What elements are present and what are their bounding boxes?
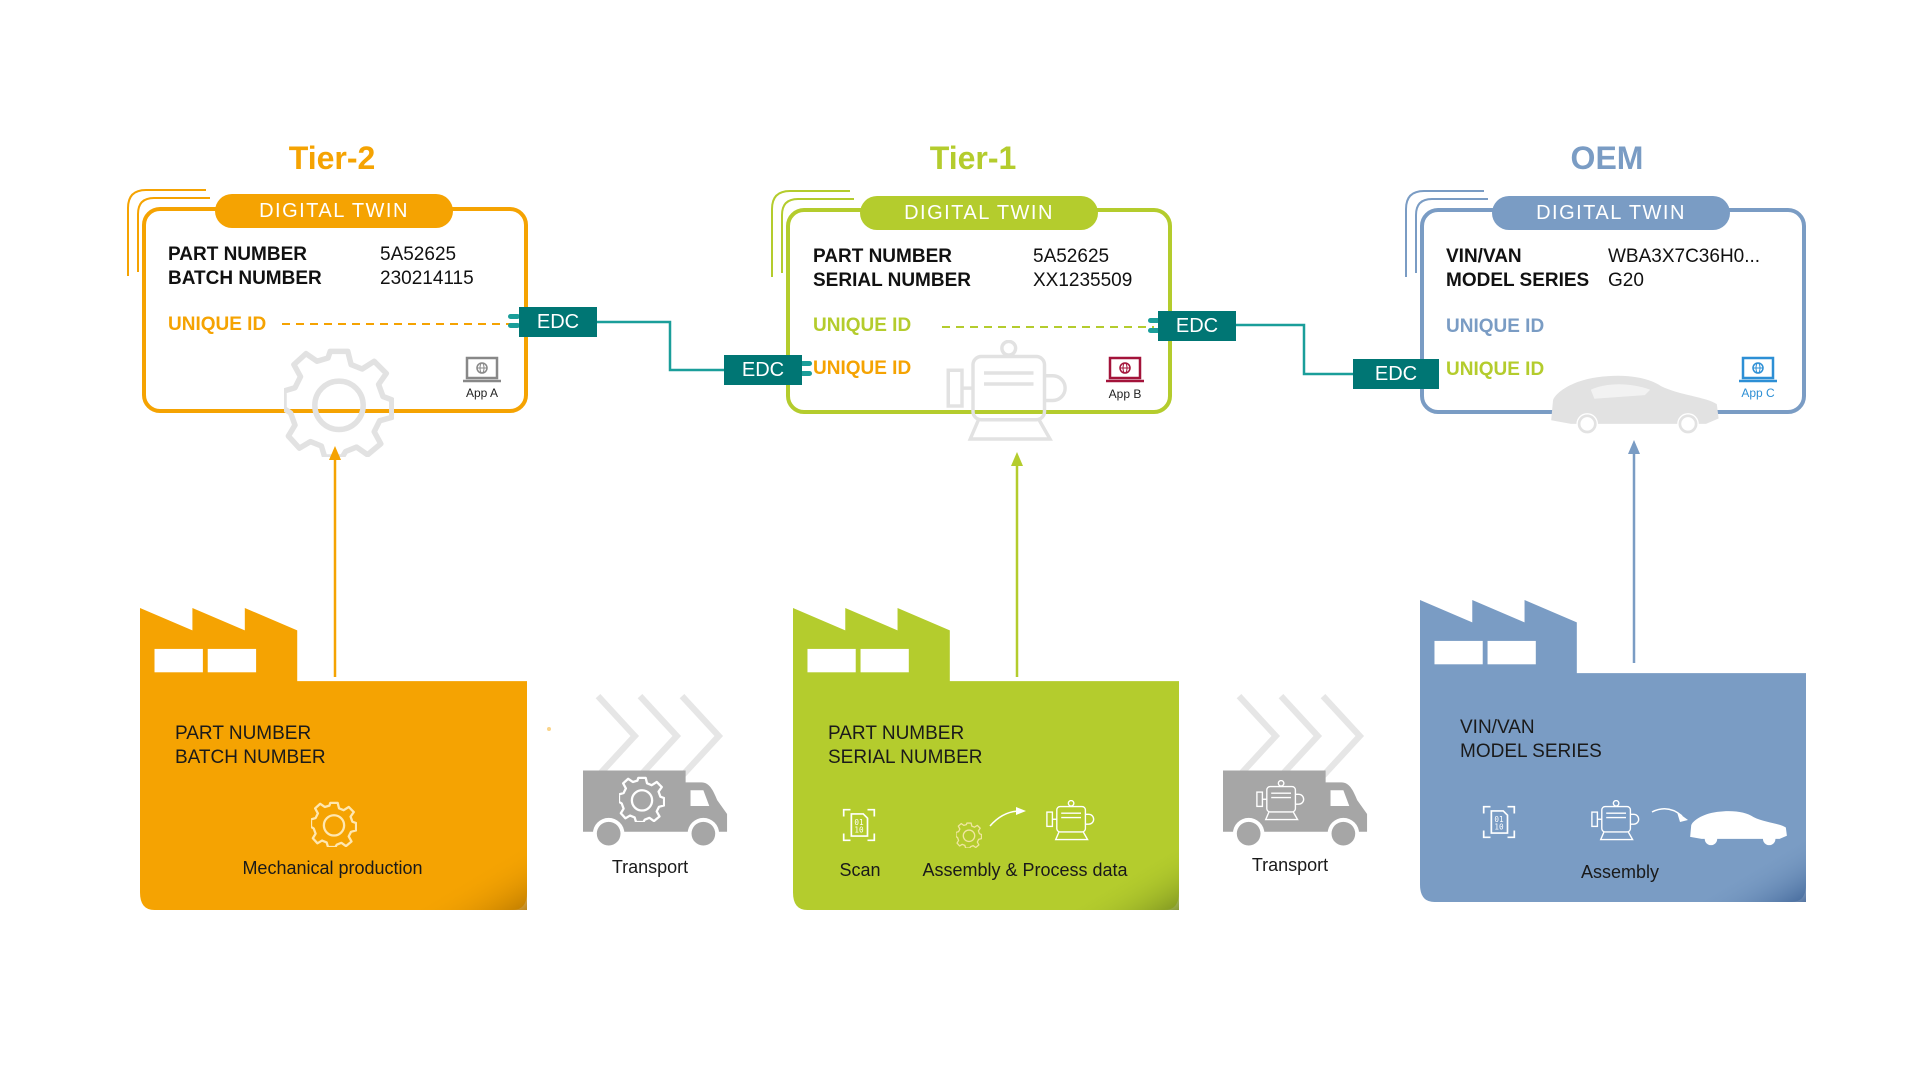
factory-oem — [1420, 600, 1806, 902]
decorative-dot — [547, 727, 551, 731]
field-label-vin-van: VIN/VAN — [1446, 246, 1522, 267]
factory-fields-oem: VIN/VAN MODEL SERIES — [1460, 716, 1602, 764]
field-label-model-series: MODEL SERIES — [1446, 270, 1590, 291]
factory-tier2 — [140, 608, 527, 910]
card-stack-lines-oem — [1405, 190, 1488, 277]
factory-tier1 — [793, 608, 1179, 910]
field-label-part-number: PART NUMBER — [813, 246, 952, 267]
field-label-batch-number: BATCH NUMBER — [168, 268, 322, 289]
app-c-label[interactable]: App C — [1741, 386, 1775, 400]
step-assembly-process-data: Assembly & Process data — [922, 860, 1128, 880]
curved-arrow-icon — [989, 807, 1026, 827]
step-assembly: Assembly — [1580, 862, 1660, 882]
field-value-part-number: 5A52625 — [1033, 246, 1110, 267]
gear-icon — [311, 801, 357, 847]
app-b-label[interactable]: App B — [1108, 387, 1142, 401]
unique-id-oem: UNIQUE ID — [1446, 316, 1545, 337]
edc-connector-tier2-out[interactable]: EDC — [519, 307, 597, 337]
chevrons-icon — [1233, 694, 1371, 778]
chevrons-icon — [592, 694, 730, 778]
tier2-title: Tier-2 — [288, 140, 376, 176]
card-stack-lines-tier2 — [127, 189, 210, 276]
scan-binary-icon — [842, 808, 876, 842]
factory-line: BATCH NUMBER — [175, 747, 326, 768]
factory-fields-tier1: PART NUMBER SERIAL NUMBER — [828, 722, 983, 770]
factory-line: VIN/VAN — [1460, 717, 1535, 738]
field-label-part-number: PART NUMBER — [168, 244, 307, 265]
oem-title: OEM — [1570, 140, 1644, 176]
unique-id-dashed-link — [942, 326, 1154, 328]
field-value-batch-number: 230214115 — [380, 268, 474, 289]
edc-connector-tier1-out[interactable]: EDC — [1158, 311, 1236, 341]
field-value-serial-number: XX1235509 — [1033, 270, 1133, 291]
motor-icon — [1040, 800, 1100, 844]
edc-connector-oem-in[interactable]: EDC — [1353, 359, 1439, 389]
gear-icon — [619, 776, 665, 822]
unique-id-dashed-link — [282, 323, 517, 325]
field-label-serial-number: SERIAL NUMBER — [813, 270, 971, 291]
edc-connector-tier1-in[interactable]: EDC — [724, 355, 802, 385]
factory-line: PART NUMBER — [175, 723, 312, 744]
digital-twin-header-oem: DIGITAL TWIN — [1492, 196, 1730, 230]
incoming-unique-id-oem: UNIQUE ID — [1446, 359, 1545, 380]
unique-id-tier1: UNIQUE ID — [813, 315, 912, 336]
field-value-vin-van: WBA3X7C36H0... — [1608, 246, 1761, 267]
car-icon — [1686, 808, 1790, 848]
field-value-model-series: G20 — [1608, 270, 1644, 291]
transport-label-2: Transport — [1251, 855, 1329, 875]
transport-label-1: Transport — [611, 857, 689, 877]
tier1-title: Tier-1 — [929, 140, 1017, 176]
motor-icon — [1585, 800, 1645, 844]
card-stack-lines-tier1 — [771, 190, 854, 277]
incoming-unique-id-tier1: UNIQUE ID — [813, 358, 912, 379]
digital-twin-card-oem — [1420, 208, 1806, 414]
step-scan: Scan — [839, 860, 881, 880]
digital-twin-header-tier2: DIGITAL TWIN — [215, 194, 453, 228]
gear-icon — [956, 822, 982, 848]
factory-line: PART NUMBER — [828, 723, 965, 744]
factory-fields-tier2: PART NUMBER BATCH NUMBER — [175, 722, 326, 770]
digital-twin-header-tier1: DIGITAL TWIN — [860, 196, 1098, 230]
unique-id-tier2: UNIQUE ID — [168, 314, 267, 335]
field-value-part-number: 5A52625 — [380, 244, 457, 265]
step-mechanical-production: Mechanical production — [242, 858, 423, 878]
digital-twin-card-tier2 — [142, 207, 528, 413]
app-a-label[interactable]: App A — [465, 386, 499, 400]
factory-line: MODEL SERIES — [1460, 741, 1602, 762]
motor-icon — [1250, 780, 1310, 824]
scan-binary-icon — [1482, 805, 1516, 839]
curved-arrow-icon — [1651, 808, 1688, 822]
factory-line: SERIAL NUMBER — [828, 747, 983, 768]
